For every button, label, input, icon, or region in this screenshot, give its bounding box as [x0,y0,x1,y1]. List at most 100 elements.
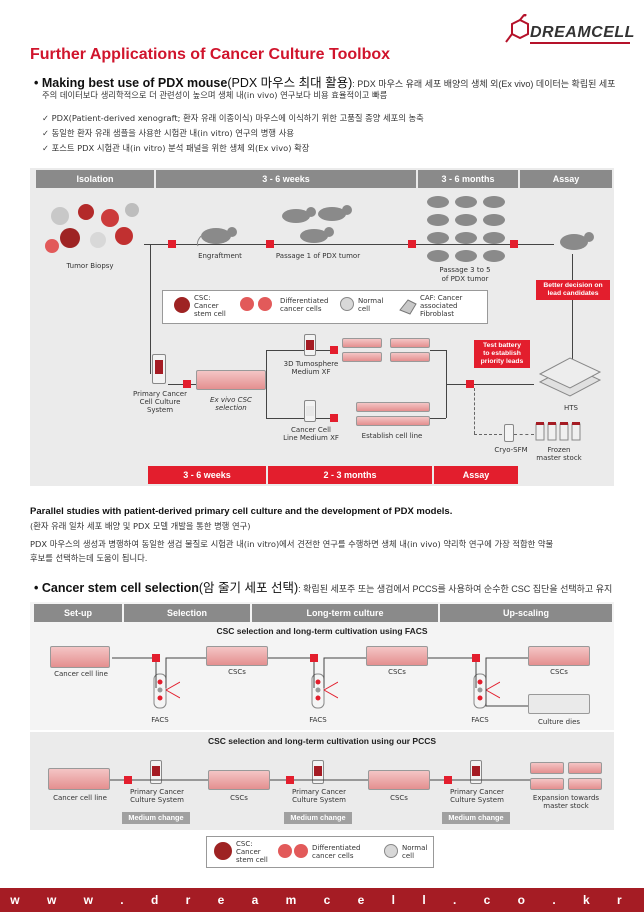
pccs-cscs-label-1: CSCs [230,794,248,802]
facs-flow-lines [112,654,528,707]
flow-node [510,240,518,248]
flow-node [466,380,474,388]
stage-3-6-months: 3 - 6 months [418,170,518,188]
merge-line [430,350,446,351]
assay-vertical-line [572,254,573,384]
cryo-dashed-line [474,434,502,435]
pdx-check-2: ✓ 동일한 환자 유래 샘플을 사용한 시험관 내(in vitro) 연구의 … [42,128,294,138]
csc-legend-icon [174,297,190,313]
cryo-dashed-line [474,388,475,434]
cscs-dish-icon [206,646,268,666]
cryo-sfm-label: Cryo-SFM [494,446,528,454]
parallel-subtitle: (환자 유래 일차 세포 배양 및 PDX 모델 개발을 통한 병행 연구) [30,521,251,531]
pccs-bottle-label-icon [152,766,160,776]
parallel-body-2: 후보를 선택하는데 도움이 됩니다. [30,553,148,563]
facs-label-2: FACS [309,716,327,724]
branch-upper-line [266,350,338,351]
flow-node [330,346,338,354]
pdx-heading-desc: : PDX 마우스 유래 세포 배양의 생체 외(Ex vivo) 데이터는 확… [352,79,616,89]
page-title: Further Applications of Cancer Culture T… [30,46,391,63]
pdx-stage-bar-top: Isolation 3 - 6 weeks 3 - 6 months Assay [36,170,612,188]
better-decision-box: Better decision on lead candidates [536,280,610,300]
branch-lower-line [266,418,338,419]
caf-cell-icon [399,299,417,315]
expansion-plate-icon [530,762,564,774]
pccs-title: CSC selection and long-term cultivation … [207,736,437,746]
passage35-label-a: Passage 3 to 5 [439,266,491,274]
parallel-title: Parallel studies with patient-derived pr… [30,506,453,517]
cscs-dish-icon [366,646,428,666]
cell-line-plate-icon [356,416,430,426]
expansion-plate-icon [568,778,602,790]
expansion-plate-icon [530,778,564,790]
flow-node [183,380,191,388]
pccs-flow-lines [110,776,530,784]
brand-underline [530,42,630,44]
pdx-heading-main: Making best use of PDX mouse [41,76,228,90]
flow-node [330,414,338,422]
hts-label: HTS [564,404,578,412]
differentiated-cell-icon [240,297,254,311]
frozen-vials-icon [535,422,581,441]
cancer-cell-line-bottle-label-icon [306,406,314,416]
stage-bottom-2-3-months: 2 - 3 months [268,466,432,484]
facs-label-1: FACS [151,716,169,724]
assay-mouse-icon [560,232,594,250]
pccs-bottle-label-icon [314,766,322,776]
brand-name: DREAMCELL [530,24,635,41]
medium-change-chip-2: Medium change [284,812,352,824]
csc-stage-bar: Set-up Selection Long-term culture Up-sc… [34,604,612,622]
tumosphere-plate-icon [342,352,382,362]
mice-group-icon [282,205,352,243]
stage-bottom-assay: Assay [434,466,518,484]
tumosphere-plate-icon [342,338,382,348]
stage-3-6-weeks: 3 - 6 weeks [156,170,416,188]
pdx-heading-sub: (PDX 마우스 최대 활용) [227,76,353,90]
passage1-label: Passage 1 of PDX tumor [275,252,361,260]
pdx-check-1: ✓ PDX(Patient-derived xenograft; 환자 유래 이… [42,113,424,123]
pdx-desc-line2: 주의 데이터보다 생리학적으로 더 관련성이 높으며 생체 내(in vivo)… [42,90,388,100]
cell-legend-box [162,290,488,324]
facs-label-3: FACS [471,716,489,724]
stage-long-term: Long-term culture [252,604,438,622]
facs-cscs-label-2: CSCs [388,668,406,676]
facs-cscs-label-3: CSCs [550,668,568,676]
flow-node [168,240,176,248]
differentiated-cell-icon [278,844,292,858]
facs-cancer-cell-line-label: Cancer cell line [54,670,108,678]
culture-dies-dish-icon [528,694,590,714]
csc-legend-icon [214,842,232,860]
website-footer[interactable]: w w w . d r e a m c e l l . c o . k r [0,888,644,912]
hts-plates-icon [538,357,602,397]
pccs-cancer-cell-line-dish-icon [48,768,110,790]
pccs-cscs-dish-icon [368,770,430,790]
exvivo-dish-icon [196,370,266,390]
facs-panel [30,602,614,730]
passage35-label-b: of PDX tumor [441,275,489,283]
stage-selection: Selection [124,604,250,622]
engraftment-label: Engraftment [198,252,242,260]
csc-heading: • Cancer stem cell selection(암 줄기 세포 선택)… [34,581,613,595]
pccs-bottle-label-icon [472,766,480,776]
mouse-icon [196,227,237,247]
mice-grid-icon [427,196,505,262]
better-decision-b: lead candidates [547,290,599,297]
stage-isolation: Isolation [36,170,154,188]
pdx-check-3: ✓ 포스트 PDX 시험관 내(in vitro) 분석 패널을 위한 생체 외… [42,143,310,153]
medium-change-chip-1: Medium change [122,812,190,824]
tumor-biopsy-label: Tumor Biopsy [66,262,114,270]
normal-cell-icon [340,297,354,311]
cryo-sfm-bottle-icon [504,424,514,442]
dreamcell-logo-icon [505,14,529,43]
csc-heading-desc: : 확립된 세포주 또는 생검에서 PCCS를 사용하여 순수한 CSC 집단을… [298,584,613,594]
